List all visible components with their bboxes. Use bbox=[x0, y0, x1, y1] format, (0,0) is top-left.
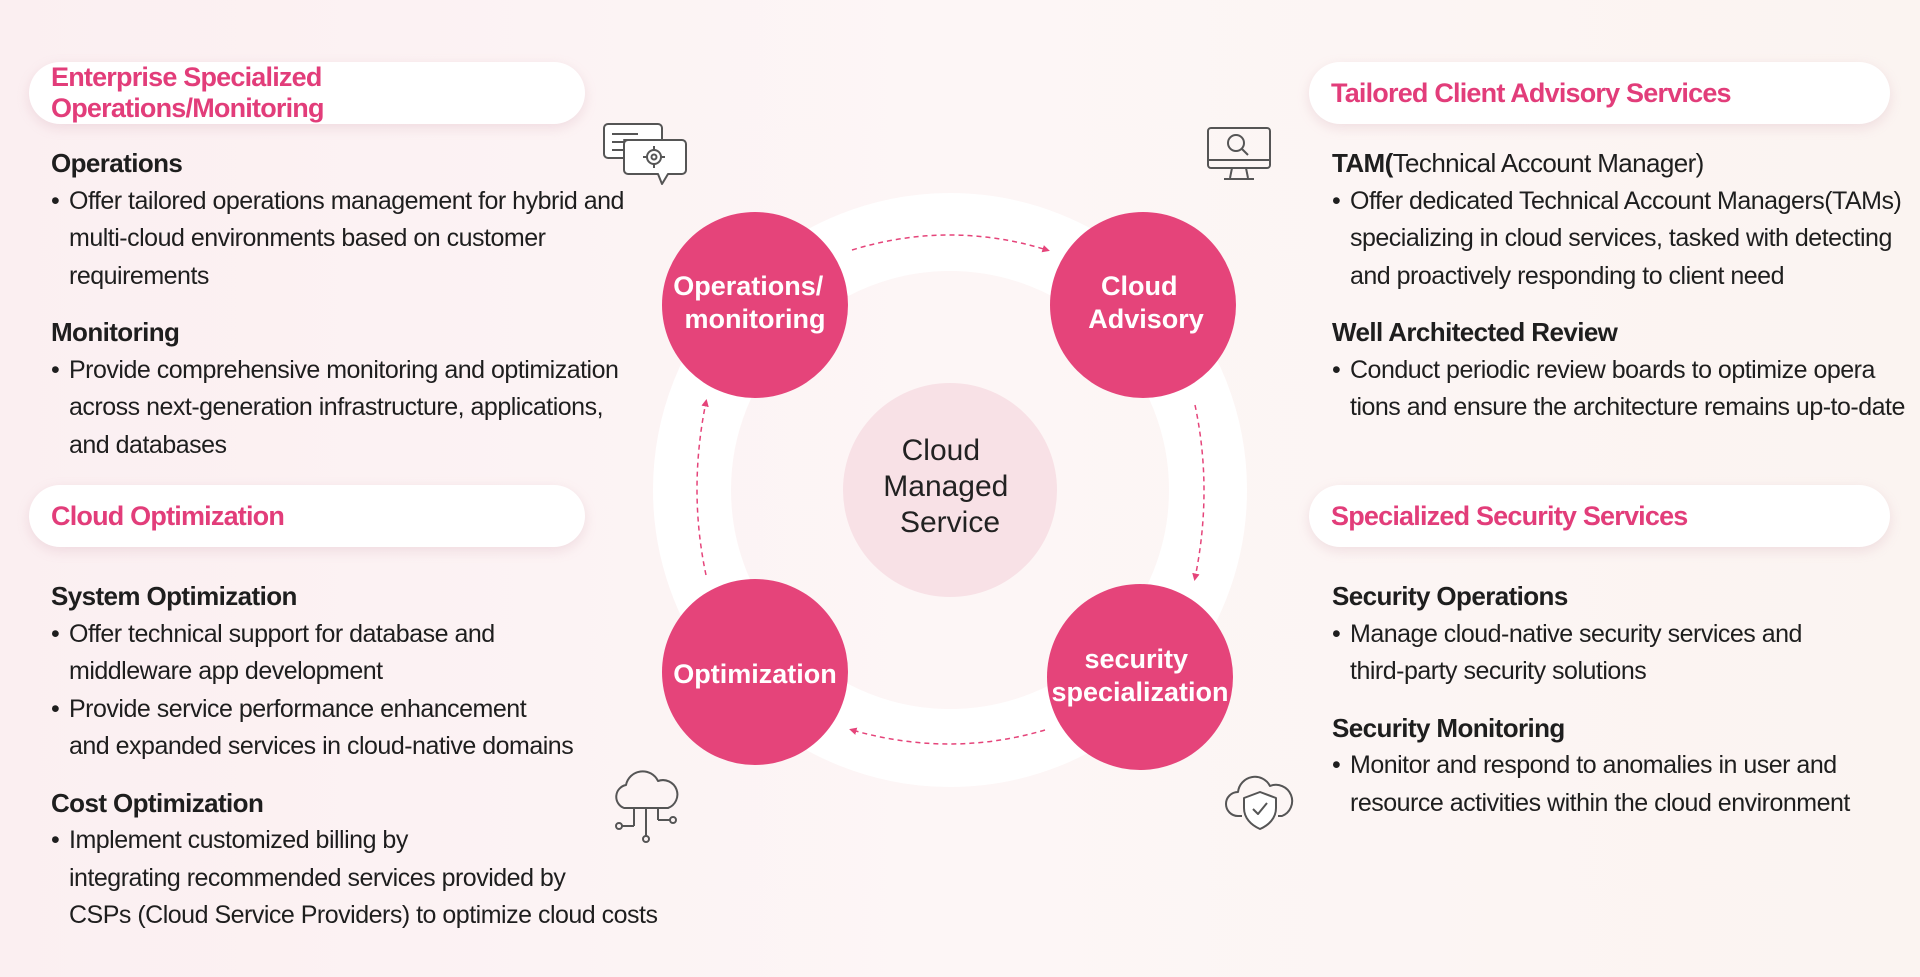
text-line: integrating recommended services provide… bbox=[69, 863, 566, 892]
node-operations: Operations/ monitoring bbox=[662, 212, 848, 398]
security-monitoring-bullet: Monitor and respond to anomalies in user… bbox=[1332, 747, 1912, 822]
system-optimization-bullet: Provide service performance enhancement … bbox=[51, 691, 671, 766]
well-architected-heading: Well Architected Review bbox=[1332, 317, 1618, 347]
optimization-block: System Optimization Offer technical supp… bbox=[51, 578, 671, 935]
flow-arrow-bottom bbox=[849, 727, 1046, 745]
text-line: CSPs (Cloud Service Providers) to optimi… bbox=[69, 901, 658, 929]
flow-arrow-right bbox=[1192, 404, 1205, 581]
center-label: Cloud Managed Service bbox=[883, 434, 1016, 539]
center-line: Cloud bbox=[902, 434, 980, 467]
node-security: security specialization bbox=[1047, 584, 1233, 770]
node-label: security bbox=[1084, 644, 1188, 674]
text-line: Implement customized billing by bbox=[69, 826, 408, 854]
text-line: Provide service performance enhancement bbox=[69, 694, 527, 723]
operations-block: Operations Offer tailored operations man… bbox=[51, 145, 651, 464]
text-line: multi-cloud environments based on custom… bbox=[69, 224, 546, 252]
text-line: Offer technical support for database and bbox=[69, 619, 495, 648]
node-optimization: Optimization bbox=[662, 579, 848, 765]
node-label: Operations/ bbox=[673, 271, 824, 301]
node-label: Optimization bbox=[673, 659, 837, 689]
tam-heading-bold: TAM( bbox=[1332, 148, 1393, 178]
node-label: Cloud bbox=[1101, 271, 1177, 301]
cloud-shield-icon bbox=[1225, 775, 1294, 830]
text-line: tions and ensure the architecture remain… bbox=[1350, 393, 1905, 421]
security-operations-bullet: Manage cloud-native security services an… bbox=[1332, 616, 1912, 691]
svg-text:Optimization: Optimization bbox=[673, 659, 837, 689]
system-optimization-bullet: Offer technical support for database and… bbox=[51, 616, 671, 691]
text-line: and databases bbox=[69, 430, 227, 459]
operations-heading: Operations bbox=[51, 148, 183, 178]
node-label: monitoring bbox=[685, 304, 826, 334]
text-line: middleware app development bbox=[69, 657, 383, 685]
center-line: Managed bbox=[883, 470, 1008, 503]
svg-text:security specialization: security specialization bbox=[1051, 644, 1228, 707]
tam-heading: TAM(Technical Account Manager) bbox=[1332, 145, 1912, 183]
node-advisory: Cloud Advisory bbox=[1050, 212, 1236, 398]
monitor-search-icon bbox=[1207, 127, 1271, 180]
text-line: specializing in cloud services, tasked w… bbox=[1350, 224, 1892, 252]
center-circle bbox=[843, 383, 1057, 597]
center-line: Service bbox=[900, 506, 1000, 539]
advisory-block: TAM(Technical Account Manager) Offer ded… bbox=[1332, 145, 1912, 427]
tam-bullet: Offer dedicated Technical Account Manage… bbox=[1332, 183, 1912, 296]
text-line: and expanded services in cloud-native do… bbox=[69, 732, 574, 760]
security-section-title: Specialized Security Services bbox=[1309, 485, 1890, 547]
text-line: across next-generation infrastructure, a… bbox=[69, 393, 604, 421]
monitoring-bullet: Provide comprehensive monitoring and opt… bbox=[51, 352, 651, 465]
text-line: Conduct periodic review boards to optimi… bbox=[1350, 355, 1875, 384]
chat-gear-icon bbox=[603, 123, 687, 185]
enterprise-section-title: Enterprise Specialized Operations/Monito… bbox=[29, 62, 585, 124]
svg-text:Operations/ monitoring: Operations/ monitoring bbox=[673, 271, 831, 334]
cost-optimization-heading: Cost Optimization bbox=[51, 787, 264, 818]
optimization-section-title: Cloud Optimization bbox=[29, 485, 585, 547]
text-line: Monitor and respond to anomalies in user… bbox=[1350, 751, 1837, 779]
cost-optimization-bullet: Implement customized billing by integrat… bbox=[51, 822, 671, 935]
svg-text:Cloud Advisory: Cloud Advisory bbox=[1088, 271, 1204, 334]
monitoring-heading: Monitoring bbox=[51, 317, 180, 347]
operations-bullet: Offer tailored operations management for… bbox=[51, 183, 651, 296]
text-line: Offer dedicated Technical Account Manage… bbox=[1350, 186, 1902, 215]
advisory-section-title: Tailored Client Advisory Services bbox=[1309, 62, 1890, 124]
security-monitoring-heading: Security Monitoring bbox=[1332, 712, 1565, 743]
text-line: Provide comprehensive monitoring and opt… bbox=[69, 355, 619, 384]
system-optimization-heading: System Optimization bbox=[51, 581, 297, 611]
tam-heading-rest: Technical Account Manager) bbox=[1392, 148, 1705, 178]
cloud-network-icon bbox=[615, 770, 679, 843]
node-label: specialization bbox=[1051, 677, 1228, 707]
flow-arrow-top bbox=[851, 234, 1050, 253]
node-label: Advisory bbox=[1088, 304, 1204, 334]
flow-arrow-left bbox=[696, 399, 709, 576]
text-line: and proactively responding to client nee… bbox=[1350, 261, 1784, 290]
well-architected-bullet: Conduct periodic review boards to optimi… bbox=[1332, 352, 1912, 427]
text-line: Offer tailored operations management for… bbox=[69, 186, 624, 215]
text-line: resource activities within the cloud env… bbox=[1350, 788, 1850, 817]
outer-ring bbox=[653, 193, 1247, 787]
text-line: Manage cloud-native security services an… bbox=[1350, 619, 1802, 648]
text-line: third-party security solutions bbox=[1350, 657, 1647, 685]
security-block: Security Operations Manage cloud-native … bbox=[1332, 578, 1912, 822]
text-line: requirements bbox=[69, 261, 209, 290]
security-operations-heading: Security Operations bbox=[1332, 581, 1568, 611]
